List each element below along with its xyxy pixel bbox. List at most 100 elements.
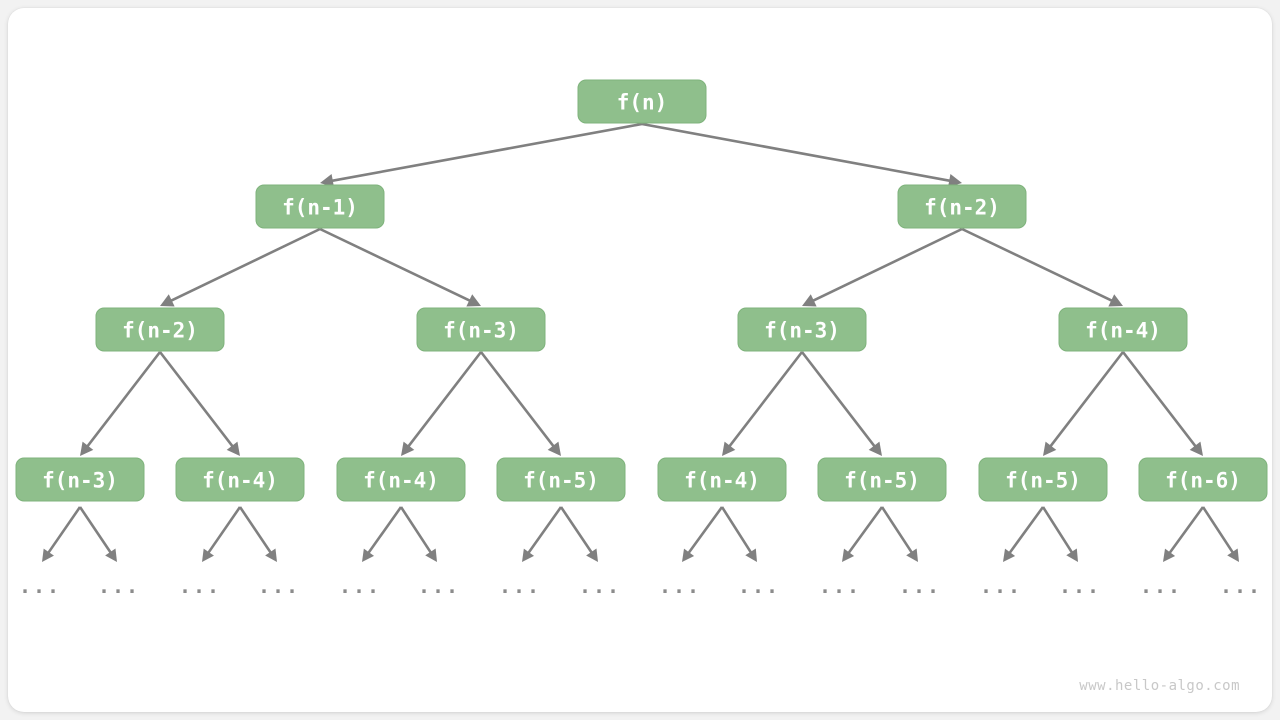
tree-node-label: f(n-2) (924, 196, 1000, 220)
tree-node[interactable]: f(n-1) (255, 184, 385, 229)
arrow-head-icon (320, 174, 335, 188)
arrow-head-icon (1189, 441, 1203, 456)
arrow-head-icon (202, 548, 214, 562)
leaf-stub-edge (1041, 506, 1074, 554)
arrow-head-icon (466, 294, 481, 307)
tree-node-label: f(n-3) (764, 319, 840, 343)
arrow-head-icon (265, 548, 277, 562)
leaf-stub-edge (1201, 506, 1235, 554)
tree-node[interactable]: f(n-2) (95, 307, 225, 352)
ellipsis-layer: ........................................… (19, 506, 1260, 598)
tree-edge (641, 122, 951, 183)
leaf-stub-edge (559, 506, 594, 554)
arrow-head-icon (80, 441, 94, 456)
ellipsis-label: ... (738, 574, 780, 598)
tree-edge (406, 351, 483, 448)
tree-node-box (737, 307, 867, 352)
arrow-head-icon (226, 441, 240, 456)
tree-node[interactable]: f(n-5) (817, 457, 947, 502)
arrow-head-icon (1066, 548, 1078, 562)
tree-node-box (897, 184, 1027, 229)
tree-node-label: f(n) (617, 91, 668, 115)
leaf-stub-edge (720, 506, 753, 554)
ellipsis-label: ... (98, 574, 140, 598)
tree-node-label: f(n-5) (523, 469, 599, 493)
ellipsis-label: ... (980, 574, 1022, 598)
arrow-head-icon (906, 548, 918, 562)
tree-edge (811, 227, 963, 303)
tree-edge (331, 122, 643, 183)
tree-node-box (336, 457, 466, 502)
tree-node-label: f(n-5) (1005, 469, 1081, 493)
leaf-stub-edge (880, 506, 914, 554)
tree-node[interactable]: f(n) (577, 79, 707, 124)
tree-node-box (496, 457, 626, 502)
tree-node-label: f(n-3) (443, 319, 519, 343)
ellipsis-label: ... (258, 574, 300, 598)
arrow-head-icon (105, 548, 117, 562)
tree-edge (158, 351, 235, 448)
edges-layer (80, 122, 1203, 456)
tree-node[interactable]: f(n-5) (496, 457, 626, 502)
leaf-stub-edge (687, 506, 724, 555)
leaf-stub-edge (78, 506, 113, 554)
tree-node[interactable]: f(n-4) (1058, 307, 1188, 352)
ellipsis-label: ... (418, 574, 460, 598)
leaf-stub-edge (46, 506, 82, 555)
tree-node-box (175, 457, 305, 502)
tree-edge (1048, 351, 1125, 448)
tree-node-label: f(n-4) (1085, 319, 1161, 343)
tree-node-box (978, 457, 1108, 502)
tree-node[interactable]: f(n-4) (175, 457, 305, 502)
arrow-head-icon (1227, 548, 1239, 562)
tree-node[interactable]: f(n-4) (336, 457, 466, 502)
nodes-layer: f(n) f(n-1) f(n-2) f(n-2) f(n-3) f(n-3) f(n-4)… (15, 79, 1268, 502)
arrow-head-icon (160, 294, 175, 307)
tree-node[interactable]: f(n-3) (737, 307, 867, 352)
ellipsis-label: ... (899, 574, 941, 598)
tree-node-label: f(n-4) (202, 469, 278, 493)
ellipsis-label: ... (179, 574, 221, 598)
tree-node-label: f(n-2) (122, 319, 198, 343)
arrow-head-icon (586, 548, 598, 562)
tree-edge (85, 351, 162, 448)
tree-node-label: f(n-3) (42, 469, 118, 493)
tree-node-box (577, 79, 707, 124)
leaf-stub-edge (527, 506, 563, 555)
tree-edge (1121, 351, 1198, 448)
arrow-head-icon (547, 441, 561, 456)
tree-node-label: f(n-5) (844, 469, 920, 493)
tree-node[interactable]: f(n-4) (657, 457, 787, 502)
leaf-stub-edge (238, 506, 273, 554)
tree-node[interactable]: f(n-3) (15, 457, 145, 502)
tree-node-label: f(n-6) (1165, 469, 1241, 493)
tree-node-box (15, 457, 145, 502)
watermark-label: www.hello-algo.com (1079, 678, 1240, 694)
ellipsis-label: ... (339, 574, 381, 598)
arrow-head-icon (682, 548, 695, 562)
arrow-head-icon (522, 548, 535, 562)
ellipsis-label: ... (819, 574, 861, 598)
tree-node[interactable]: f(n-6) (1138, 457, 1268, 502)
ellipsis-label: ... (19, 574, 61, 598)
arrow-head-icon (425, 548, 437, 562)
tree-node[interactable]: f(n-2) (897, 184, 1027, 229)
tree-node-box (1138, 457, 1268, 502)
tree-node-box (416, 307, 546, 352)
tree-edge (800, 351, 877, 448)
leaf-stub-edge (206, 506, 242, 555)
tree-node-label: f(n-4) (684, 469, 760, 493)
arrow-head-icon (842, 548, 855, 562)
leaf-stub-edge (367, 506, 403, 555)
arrow-head-icon (42, 548, 54, 562)
leaf-stub-edge (847, 506, 884, 555)
tree-node[interactable]: f(n-5) (978, 457, 1108, 502)
tree-node[interactable]: f(n-3) (416, 307, 546, 352)
arrow-head-icon (802, 294, 817, 307)
ellipsis-label: ... (499, 574, 541, 598)
tree-node-box (1058, 307, 1188, 352)
tree-node-label: f(n-1) (282, 196, 358, 220)
tree-node-box (95, 307, 225, 352)
